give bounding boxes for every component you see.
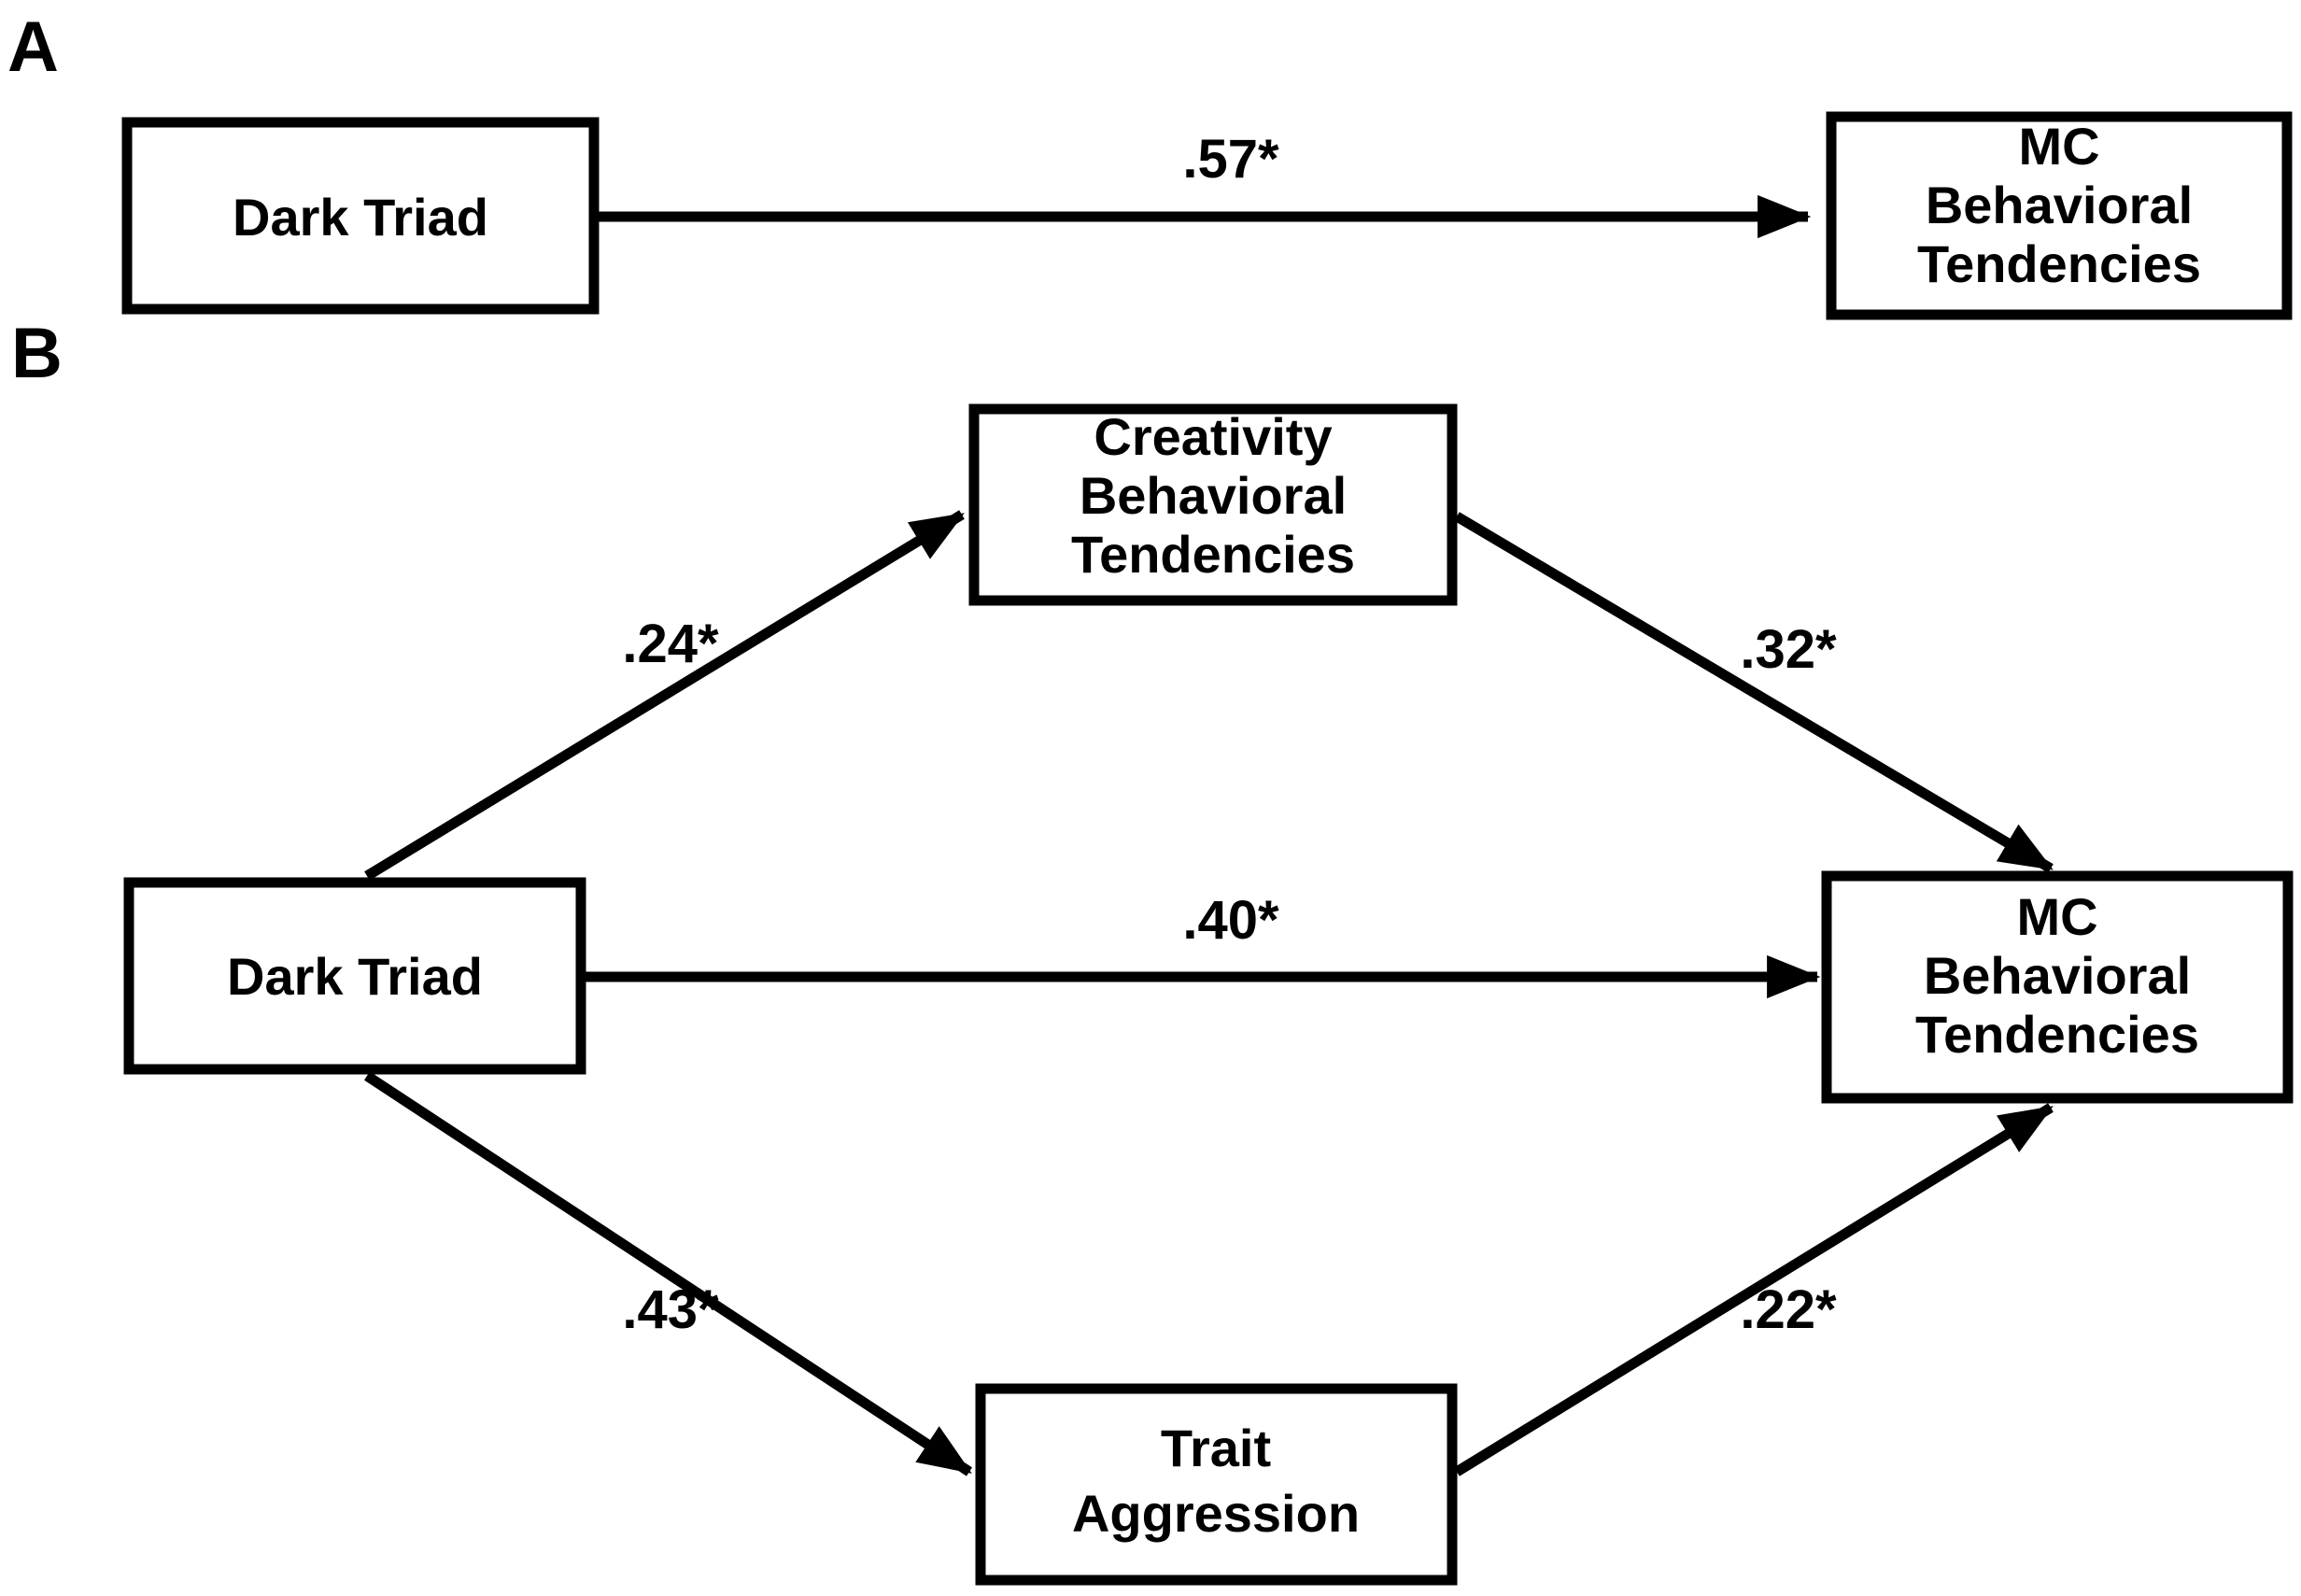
node-dark-triad-panel-a: Dark Triad <box>121 117 600 315</box>
node-box-rect <box>975 1383 1458 1586</box>
path-b-dark-triad-to-aggression: .43* <box>363 1071 973 1476</box>
path-b-dark-triad-to-creativity: .24* <box>364 510 965 881</box>
node-label-mc-line2: Behavioral <box>1926 176 2193 234</box>
node-dark-triad-panel-b: Dark Triad <box>123 877 586 1075</box>
node-box-rect <box>1821 870 2294 1104</box>
node-label-creativity-line1: Creativity <box>1094 407 1332 466</box>
node-box-rect <box>968 403 1458 606</box>
node-label-creativity-line3: Tendencies <box>1071 525 1355 584</box>
path-arrow-line <box>1454 1103 2054 1476</box>
node-label-mc-b-line1: MC <box>2016 887 2097 946</box>
path-a-direct: .57* <box>594 129 1812 239</box>
panel-letter-b: B <box>11 314 63 393</box>
node-mc-panel-b: MC Behavioral Tendencies <box>1821 870 2294 1104</box>
node-creativity-panel-b: Creativity Behavioral Tendencies <box>968 403 1458 606</box>
coef-label-dt-aggression: .43* <box>622 1279 719 1340</box>
coef-label-aggression-mc: .22* <box>1740 1279 1837 1340</box>
node-box-rect <box>121 117 600 315</box>
node-label-aggression-line2: Aggression <box>1072 1484 1360 1543</box>
coef-label-a-direct: .57* <box>1182 129 1279 190</box>
path-arrow-line <box>364 510 965 881</box>
node-label-dark-triad-b: Dark Triad <box>227 947 483 1006</box>
node-trait-aggression-panel-b: Trait Aggression <box>975 1383 1458 1586</box>
path-b-aggression-to-mc: .22* <box>1454 1103 2054 1476</box>
node-label-aggression-line1: Trait <box>1161 1419 1271 1477</box>
node-box-rect <box>1826 111 2293 320</box>
path-arrow-line <box>1454 512 2054 873</box>
coef-label-b-direct: .40* <box>1182 890 1279 951</box>
node-label-mc-b-line2: Behavioral <box>1924 946 2191 1005</box>
path-b-direct: .40* <box>581 890 1821 999</box>
path-b-creativity-to-mc: .32* <box>1454 512 2054 873</box>
coef-label-dt-creativity: .24* <box>622 614 719 674</box>
path-arrow-line <box>363 1071 973 1476</box>
panel-letter-a: A <box>7 7 59 87</box>
node-label-mc-line3: Tendencies <box>1917 234 2201 293</box>
node-label-mc-b-line3: Tendencies <box>1915 1005 2199 1064</box>
coef-label-creativity-mc: .32* <box>1740 619 1837 680</box>
node-label-dark-triad: Dark Triad <box>233 188 488 247</box>
node-label-creativity-line2: Behavioral <box>1080 466 1347 525</box>
node-mc-panel-a: MC Behavioral Tendencies <box>1826 111 2293 320</box>
node-label-mc-line1: MC <box>2018 117 2099 176</box>
